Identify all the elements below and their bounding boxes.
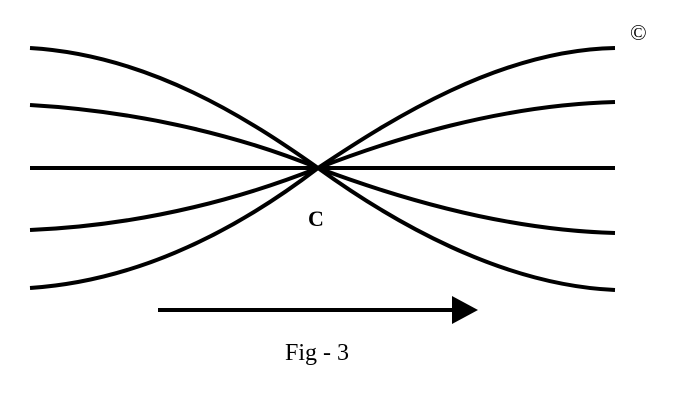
curve-bottom <box>29 165 616 292</box>
arrow-head <box>452 296 478 324</box>
curve-upper <box>29 100 616 171</box>
figure-caption: Fig - 3 <box>285 340 350 366</box>
copyright-symbol: © <box>630 20 647 45</box>
point-label: C <box>308 206 324 231</box>
